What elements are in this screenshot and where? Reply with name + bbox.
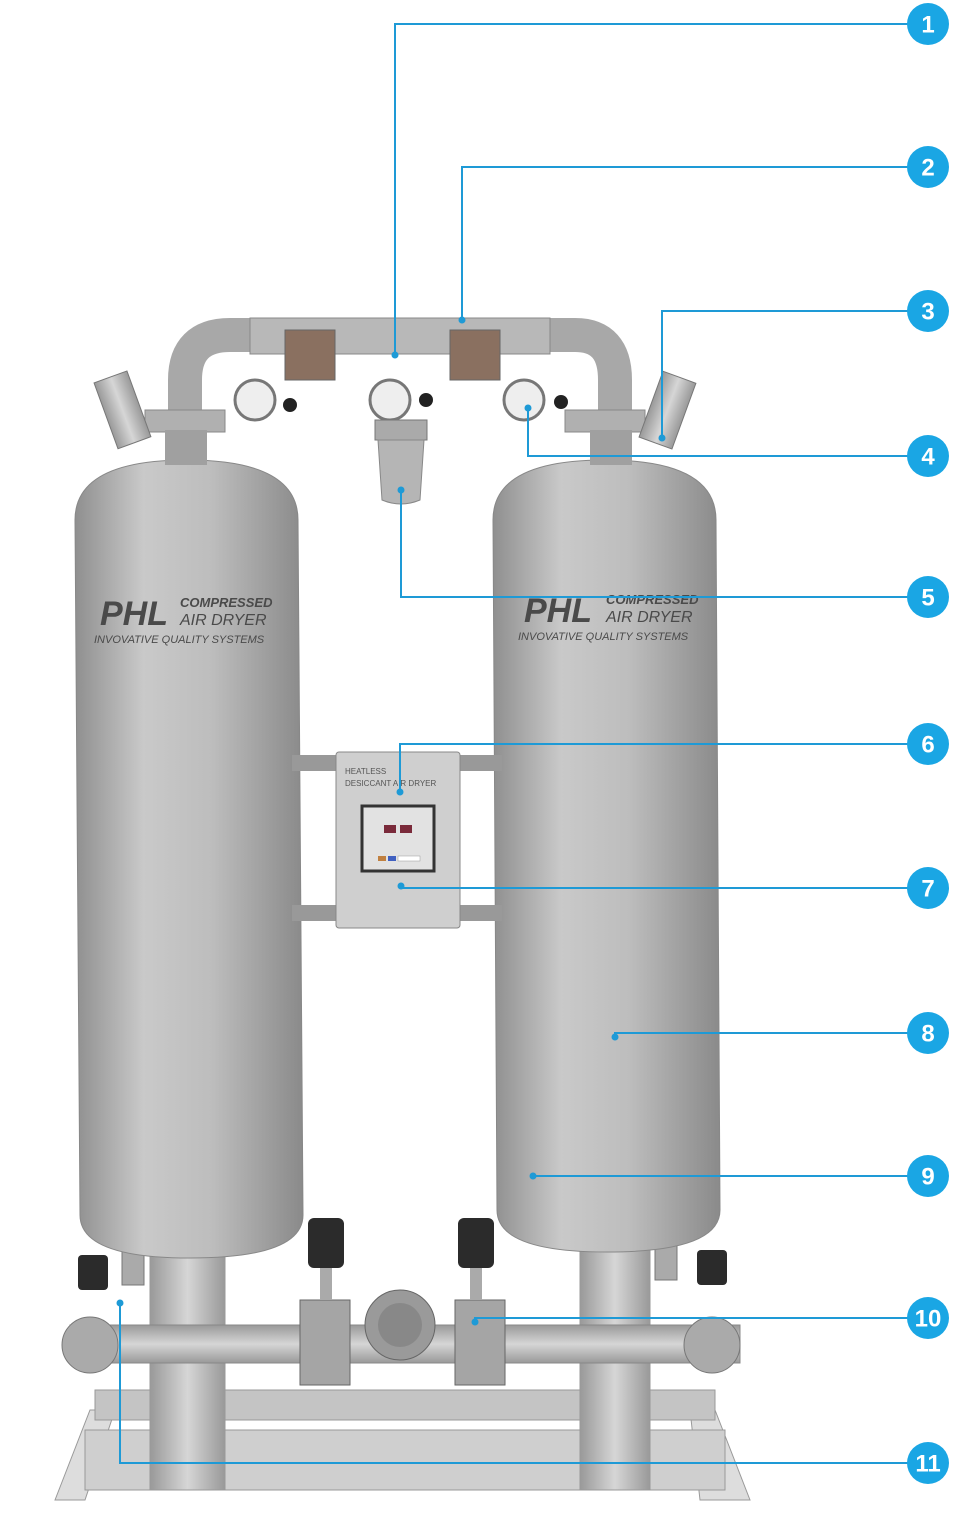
callout-number: 3: [921, 299, 934, 326]
callout-8: 8: [611, 1012, 949, 1054]
bottom-manifold: [61, 1218, 741, 1386]
svg-text:DESICCANT AIR DRYER: DESICCANT AIR DRYER: [345, 779, 437, 788]
leader-line: [400, 490, 908, 598]
leader-line: [399, 743, 908, 792]
leader-line: [394, 23, 908, 355]
callout-10: 10: [471, 1297, 949, 1339]
callout-badge: [907, 435, 949, 477]
leader-dot: [116, 1299, 124, 1307]
callout-badge: [907, 576, 949, 618]
callout-badge: [907, 1297, 949, 1339]
callout-number: 6: [921, 732, 934, 759]
callout-6: 6: [396, 723, 949, 796]
filter-bowl: [377, 439, 425, 505]
leader-line: [461, 166, 908, 320]
svg-text:COMPRESSED: COMPRESSED: [606, 592, 699, 607]
callout-5: 5: [397, 486, 949, 618]
callout-badge: [907, 867, 949, 909]
callout-badge: [907, 146, 949, 188]
callout-badge: [907, 1012, 949, 1054]
callout-number: 11: [915, 1451, 940, 1478]
callout-number: 9: [921, 1164, 934, 1191]
leader-dot: [397, 882, 405, 890]
callout-number: 10: [915, 1306, 942, 1333]
svg-text:INVOVATIVE QUALITY SYSTEMS: INVOVATIVE QUALITY SYSTEMS: [94, 634, 265, 646]
leader-dot: [529, 1172, 537, 1180]
callout-9: 9: [529, 1155, 949, 1197]
left-tank-label: PHL COMPRESSED AIR DRYER INVOVATIVE QUAL…: [94, 595, 273, 646]
callout-number: 4: [921, 444, 935, 471]
callout-badge: [907, 1442, 949, 1484]
leader-line: [527, 408, 908, 457]
right-tank: [492, 459, 721, 1253]
svg-text:HEATLESS: HEATLESS: [345, 767, 386, 776]
leader-dot: [391, 351, 399, 359]
callout-badge: [907, 1155, 949, 1197]
svg-text:AIR DRYER: AIR DRYER: [179, 612, 267, 629]
callout-1: 1: [391, 3, 949, 359]
left-tank: [74, 459, 304, 1259]
svg-text:PHL: PHL: [524, 592, 592, 630]
leader-dot: [611, 1033, 619, 1041]
callouts: 1 2 3 4 5 6 7 8 9 10 11: [116, 3, 949, 1484]
top-manifold: [93, 317, 697, 505]
leader-dot: [396, 788, 404, 796]
callout-badge: [907, 723, 949, 765]
callout-badge: [907, 3, 949, 45]
svg-text:INVOVATIVE QUALITY SYSTEMS: INVOVATIVE QUALITY SYSTEMS: [518, 631, 689, 643]
callout-4: 4: [524, 404, 949, 477]
pressure-gauge-left: [233, 378, 277, 422]
callout-number: 2: [921, 155, 934, 182]
leader-dot: [658, 434, 666, 442]
callout-badge: [907, 290, 949, 332]
svg-text:PHL: PHL: [100, 595, 168, 633]
leader-dot: [397, 486, 405, 494]
callout-7: 7: [397, 867, 949, 909]
leader-dot: [458, 316, 466, 324]
leader-dot: [471, 1318, 479, 1326]
callout-number: 7: [921, 876, 934, 903]
leader-line: [119, 1303, 908, 1464]
callout-number: 1: [921, 12, 934, 39]
leader-dot: [524, 404, 532, 412]
right-tank-label: PHL COMPRESSED AIR DRYER INVOVATIVE QUAL…: [518, 592, 699, 643]
callout-2: 2: [458, 146, 949, 324]
pressure-gauge-right: [502, 378, 546, 422]
svg-text:COMPRESSED: COMPRESSED: [180, 595, 273, 610]
callout-number: 5: [921, 585, 934, 612]
callout-3: 3: [658, 290, 949, 442]
callout-11: 11: [116, 1299, 949, 1484]
leader-line: [474, 1317, 908, 1322]
leader-line: [661, 310, 908, 438]
pressure-gauge-center: [368, 378, 412, 422]
callout-number: 8: [921, 1021, 934, 1048]
control-panel: HEATLESS DESICCANT AIR DRYER: [292, 751, 502, 929]
svg-text:AIR DRYER: AIR DRYER: [605, 609, 693, 626]
